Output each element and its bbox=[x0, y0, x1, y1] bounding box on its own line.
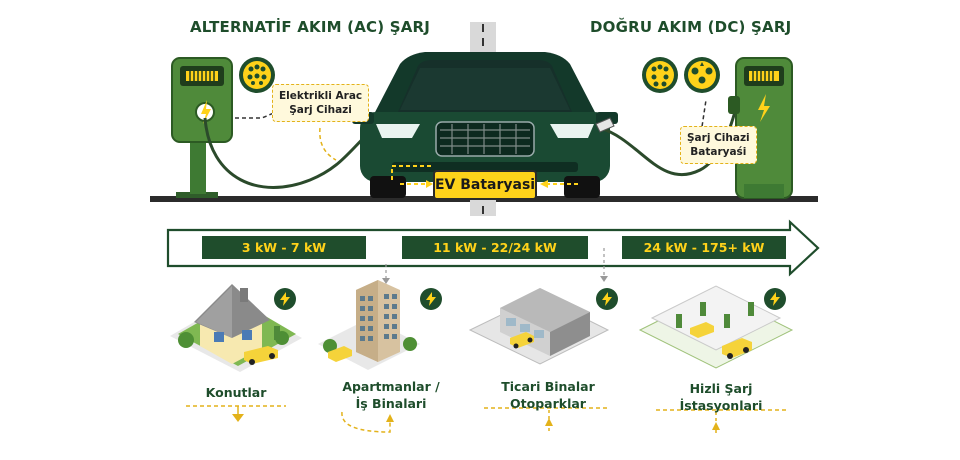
ac-charger-callout: Elektrikli Arac Şarj Cihazi bbox=[272, 84, 370, 122]
ac-charger-station bbox=[171, 57, 233, 198]
lightning-bolt-icon bbox=[420, 288, 442, 310]
lightning-bolt-icon bbox=[596, 288, 618, 310]
dc-charger-callout-line1: Şarj Cihazi bbox=[687, 132, 750, 144]
category-fast-charging: Hizli Şarj İstasyonlari bbox=[656, 380, 786, 414]
category-commercial: Ticari Binalar Otoparklar bbox=[484, 378, 612, 412]
dc-charger-callout: Şarj Cihazi Bataryaśi bbox=[680, 126, 757, 164]
category-apartments-line2: İş Binalari bbox=[355, 396, 427, 411]
power-range-band-2: 11 kW - 22/24 kW bbox=[402, 236, 588, 259]
category-residential-line1: Konutlar bbox=[205, 385, 267, 400]
type2-connector-icon bbox=[239, 57, 275, 93]
category-commercial-line2: Otoparklar bbox=[510, 396, 586, 411]
electric-car bbox=[352, 52, 618, 198]
ac-charging-title: ALTERNATİF AKIM (AC) ŞARJ bbox=[190, 18, 431, 36]
ac-charger-callout-line2: Şarj Cihazi bbox=[289, 104, 352, 116]
ccs-connector-icon bbox=[642, 57, 678, 93]
ac-charging-cable bbox=[203, 117, 372, 189]
commercial-parking-illustration bbox=[468, 288, 610, 365]
category-apartments-line1: Apartmanlar / bbox=[342, 379, 440, 394]
category-commercial-line1: Ticari Binalar bbox=[501, 379, 595, 394]
lightning-bolt-icon bbox=[274, 288, 296, 310]
chademo-connector-icon bbox=[684, 57, 720, 93]
fast-charging-station-illustration bbox=[638, 285, 794, 369]
category-fast-charging-line1: Hizli Şarj bbox=[689, 381, 753, 396]
lightning-bolt-icon bbox=[764, 288, 786, 310]
dc-charger-callout-line2: Bataryaśi bbox=[690, 146, 747, 158]
house-illustration bbox=[170, 284, 302, 372]
apartment-illustration bbox=[318, 280, 420, 370]
ev-battery-label: EV Bataryasi bbox=[433, 170, 537, 200]
category-fast-charging-line2: İstasyonlari bbox=[679, 398, 763, 413]
power-range-band-3: 24 kW - 175+ kW bbox=[622, 236, 786, 259]
category-residential: Konutlar bbox=[186, 384, 286, 401]
category-apartments: Apartmanlar / İş Binalari bbox=[326, 378, 456, 412]
ac-charger-callout-line1: Elektrikli Arac bbox=[279, 90, 363, 102]
dc-charging-title: DOĞRU AKIM (DC) ŞARJ bbox=[590, 18, 792, 36]
power-range-band-1: 3 kW - 7 kW bbox=[202, 236, 366, 259]
